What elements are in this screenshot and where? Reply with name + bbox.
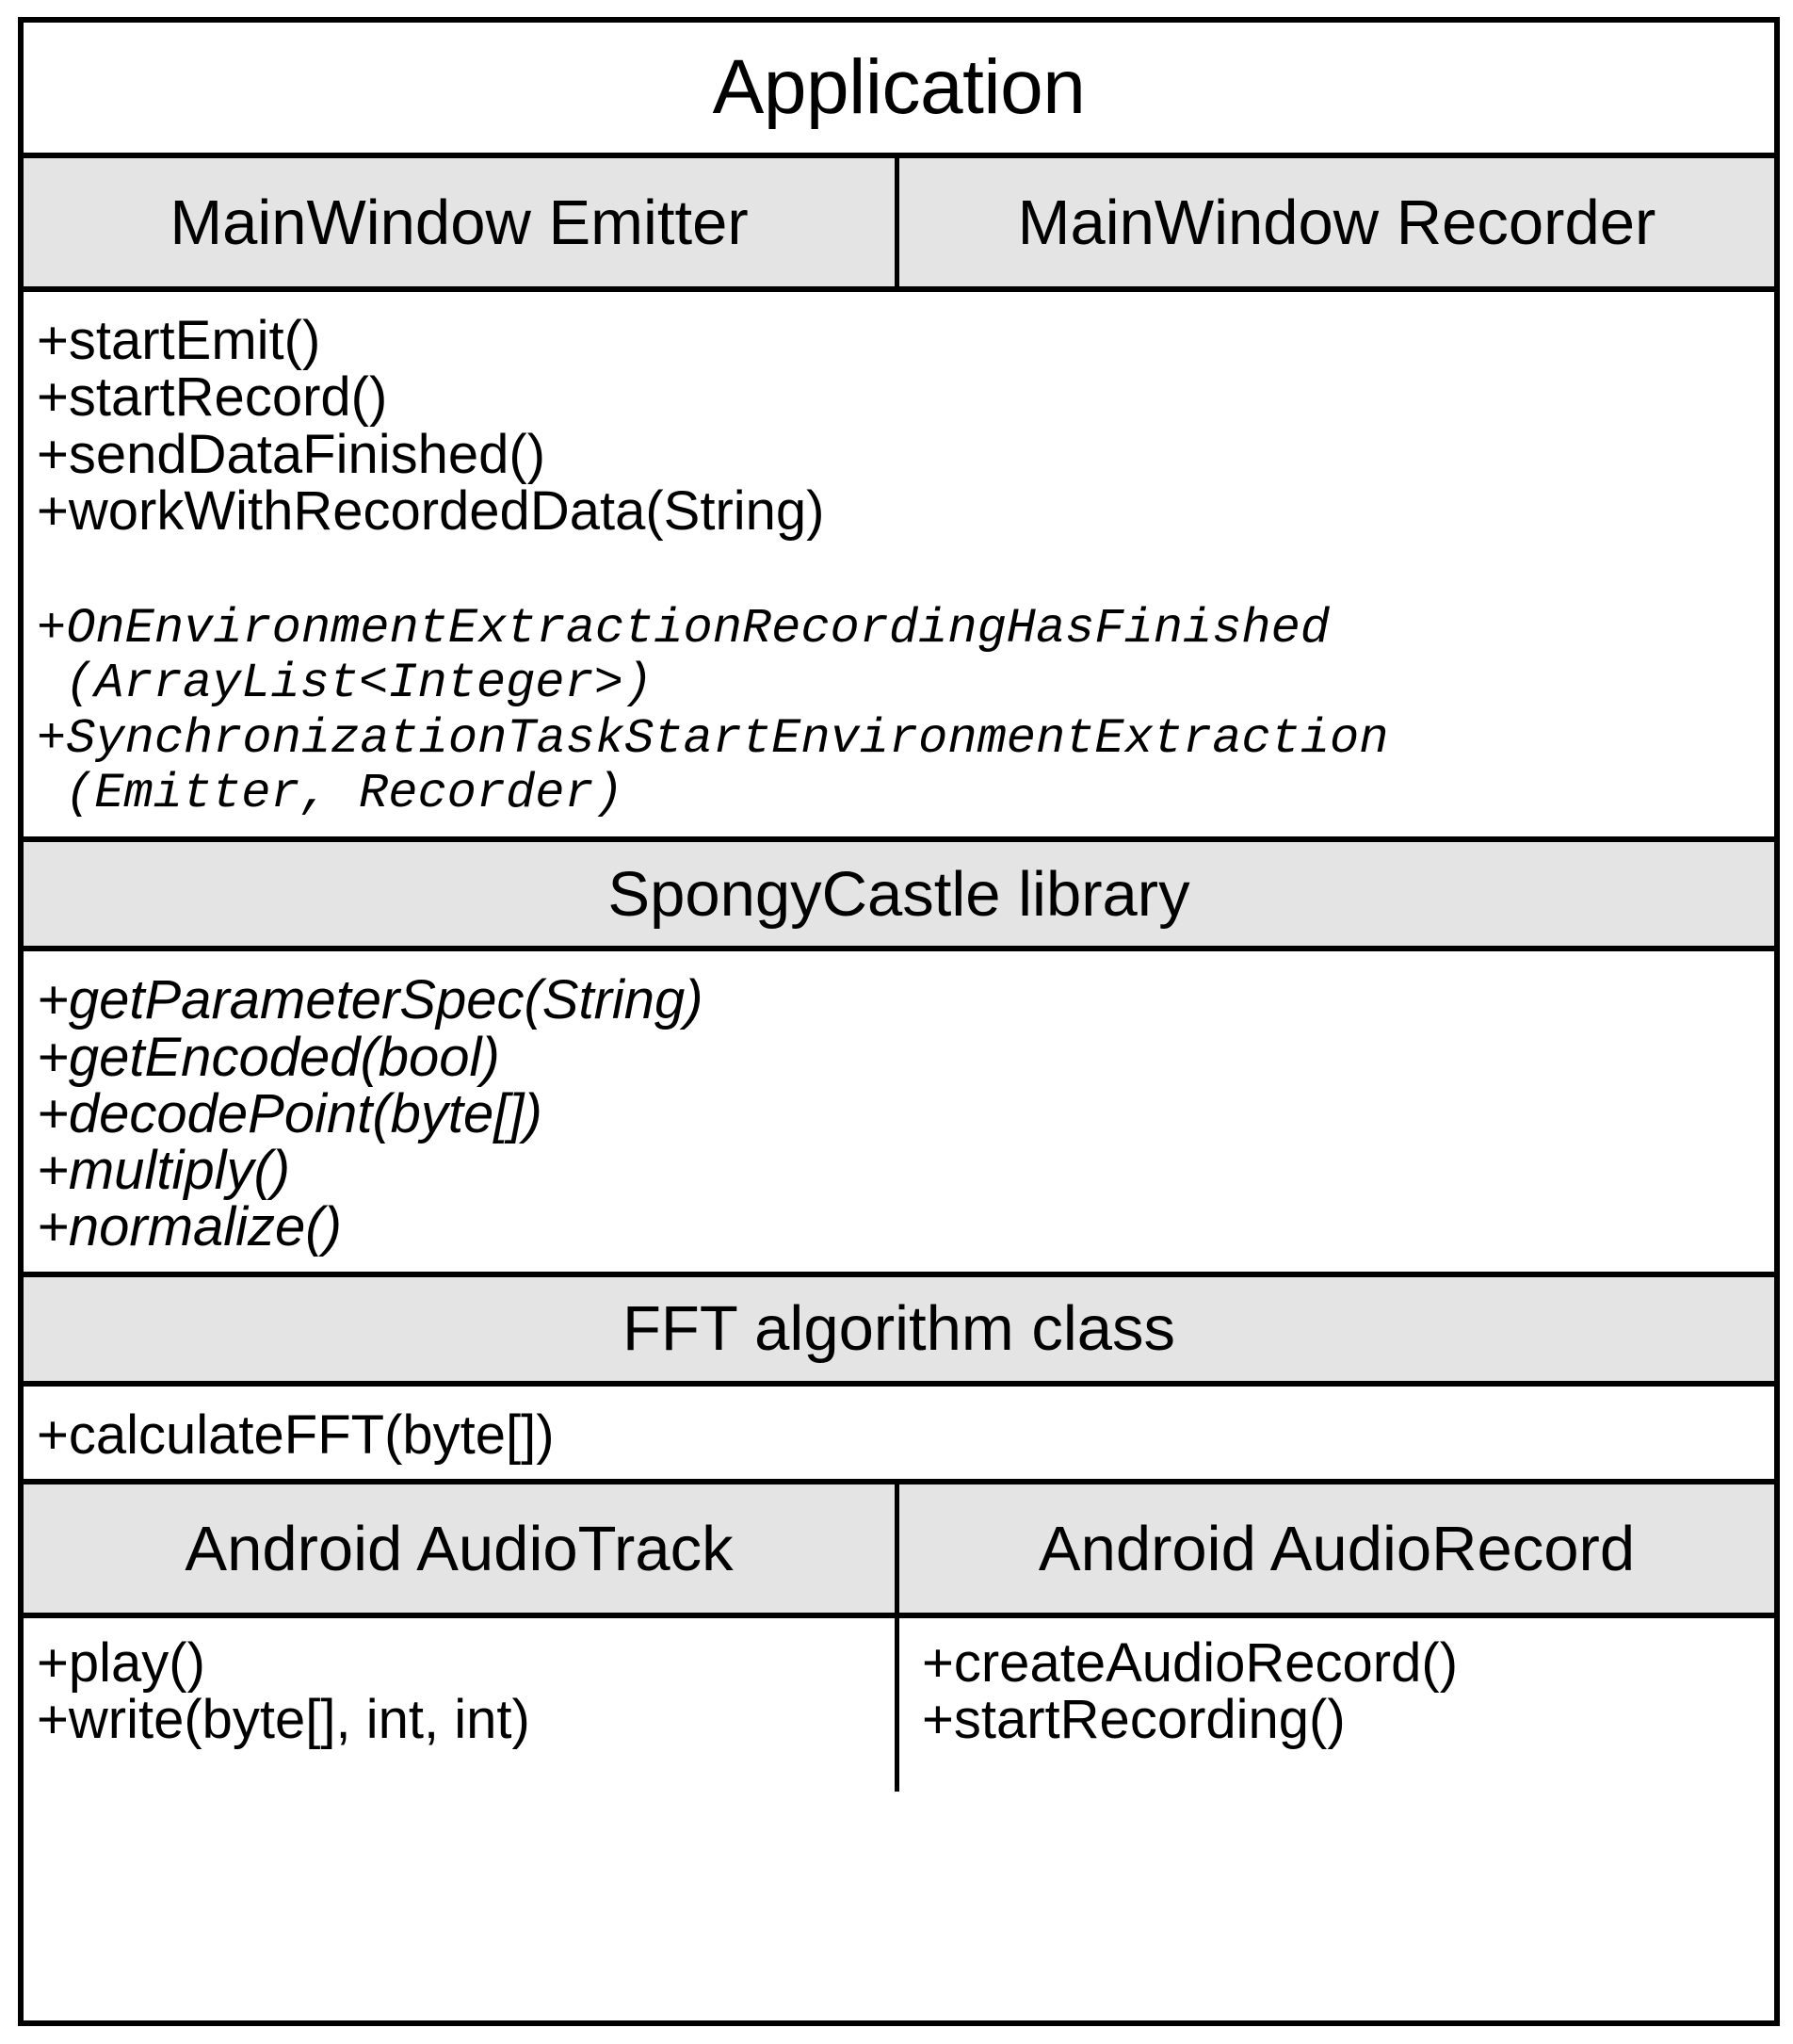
method-item: +createAudioRecord() [922, 1632, 1459, 1695]
method-item: +write(byte[], int, int) [37, 1689, 530, 1751]
fft-header-compartment: FFT algorithm class [24, 1271, 1774, 1381]
spongycastle-methods-compartment: +getParameterSpec(String) +getEncoded(bo… [24, 946, 1774, 1272]
method-item: +multiply() [37, 1140, 291, 1202]
android-methods-compartment: +play() +write(byte[], int, int) +create… [24, 1613, 1774, 1793]
android-audiotrack-methods: +play() +write(byte[], int, int) [24, 1618, 899, 1793]
android-audiorecord-header-cell: Android AudioRecord [899, 1484, 1774, 1614]
android-audiorecord-label: Android AudioRecord [1038, 1513, 1636, 1584]
mainwindow-recorder-label: MainWindow Recorder [1017, 187, 1656, 258]
class-title-compartment: Application [24, 23, 1774, 153]
method-item: +startRecord() [37, 366, 388, 429]
method-item: +play() [37, 1632, 205, 1695]
mainwindow-recorder-header-cell: MainWindow Recorder [899, 158, 1774, 286]
mainwindow-emitter-label: MainWindow Emitter [170, 187, 749, 258]
android-audiotrack-header-cell: Android AudioTrack [24, 1484, 899, 1614]
method-item: +startEmit() [37, 310, 321, 371]
method-item: +calculateFFT(byte[]) [37, 1403, 555, 1466]
method-item: +SynchronizationTaskStartEnvironmentExtr… [37, 710, 1389, 767]
page-title: Application [712, 44, 1086, 130]
method-item: +workWithRecordedData(String) [37, 479, 825, 542]
method-item: +startRecording() [922, 1689, 1346, 1751]
method-item-continuation: (ArrayList<Integer>) [65, 656, 654, 712]
fft-label: FFT algorithm class [622, 1293, 1175, 1365]
method-list-spacer [29, 540, 1774, 602]
method-item-continuation: (Emitter, Recorder) [65, 765, 623, 821]
fft-methods-compartment: +calculateFFT(byte[]) [24, 1380, 1774, 1480]
mainwindow-emitter-header-cell: MainWindow Emitter [24, 158, 899, 286]
method-item: +getParameterSpec(String) [37, 969, 703, 1031]
android-audiotrack-label: Android AudioTrack [185, 1513, 734, 1584]
method-item: +sendDataFinished() [37, 423, 546, 485]
android-audiorecord-methods: +createAudioRecord() +startRecording() [899, 1618, 1774, 1792]
mainwindow-header-compartment: MainWindow Emitter MainWindow Recorder [24, 153, 1774, 286]
method-item: +OnEnvironmentExtractionRecordingHasFini… [37, 601, 1331, 657]
android-header-compartment: Android AudioTrack Android AudioRecord [24, 1479, 1774, 1614]
method-item: +normalize() [37, 1196, 342, 1258]
spongycastle-header-compartment: SpongyCastle library [24, 836, 1774, 947]
mainwindow-methods-compartment: +startEmit() +startRecord() +sendDataFin… [24, 286, 1774, 837]
application-class-box: Application MainWindow Emitter MainWindo… [18, 17, 1780, 2026]
spongycastle-label: SpongyCastle library [607, 858, 1190, 930]
method-item: +decodePoint(byte[]) [37, 1082, 542, 1144]
method-item: +getEncoded(bool) [37, 1026, 500, 1088]
